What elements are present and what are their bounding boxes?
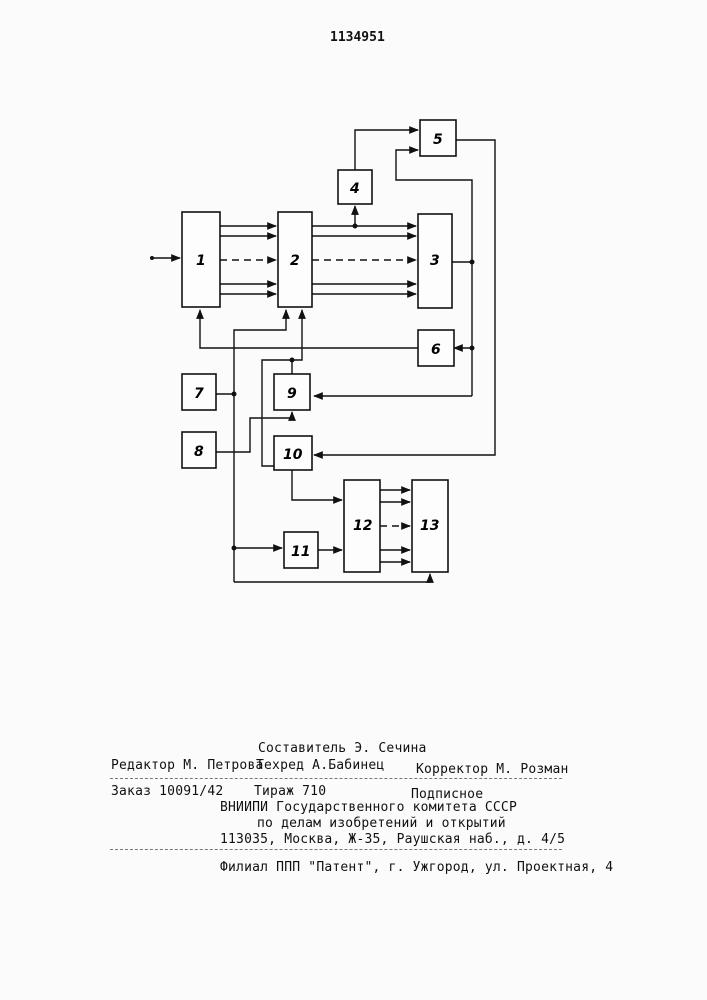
svg-text:13: 13 — [420, 518, 439, 534]
corrector-line: Корректор М. Розман — [416, 762, 569, 777]
block-5: 5 — [420, 120, 456, 156]
block-9: 9 — [274, 374, 310, 410]
block-12: 12 — [344, 480, 380, 572]
svg-text:1: 1 — [196, 253, 206, 269]
block-6: 6 — [418, 330, 454, 366]
svg-text:6: 6 — [431, 342, 441, 358]
techeditor-line: Техред А.Бабинец — [256, 758, 384, 773]
svg-text:12: 12 — [353, 518, 372, 534]
block-4: 4 — [338, 170, 372, 204]
order-line: Заказ 10091/42 — [111, 784, 223, 799]
svg-text:10: 10 — [283, 447, 303, 463]
svg-text:3: 3 — [430, 253, 440, 269]
divider-1 — [110, 778, 562, 779]
org-line-2: по делам изобретений и открытий — [257, 816, 506, 831]
branch-line: Филиал ППП "Патент", г. Ужгород, ул. Про… — [220, 860, 613, 875]
compiler-line: Составитель Э. Сечина — [258, 741, 427, 756]
svg-text:8: 8 — [194, 444, 204, 460]
svg-text:2: 2 — [290, 253, 300, 269]
org-line-1: ВНИИПИ Государственного комитета СССР — [220, 800, 517, 815]
circulation-line: Тираж 710 — [254, 784, 326, 799]
divider-2 — [110, 849, 562, 850]
svg-text:4: 4 — [349, 181, 360, 197]
block-10: 10 — [274, 436, 312, 470]
org-address: 113035, Москва, Ж-35, Раушская наб., д. … — [220, 832, 565, 847]
block-1: 1 — [182, 212, 220, 307]
block-8: 8 — [182, 432, 216, 468]
svg-text:5: 5 — [433, 132, 443, 148]
block-11: 11 — [284, 532, 318, 568]
svg-text:9: 9 — [287, 386, 297, 402]
block-2: 2 — [278, 212, 312, 307]
svg-text:11: 11 — [291, 544, 310, 560]
block-13: 13 — [412, 480, 448, 572]
editor-line: Редактор М. Петрова — [111, 758, 264, 773]
svg-text:7: 7 — [194, 386, 204, 402]
block-7: 7 — [182, 374, 216, 410]
block-3: 3 — [418, 214, 452, 308]
